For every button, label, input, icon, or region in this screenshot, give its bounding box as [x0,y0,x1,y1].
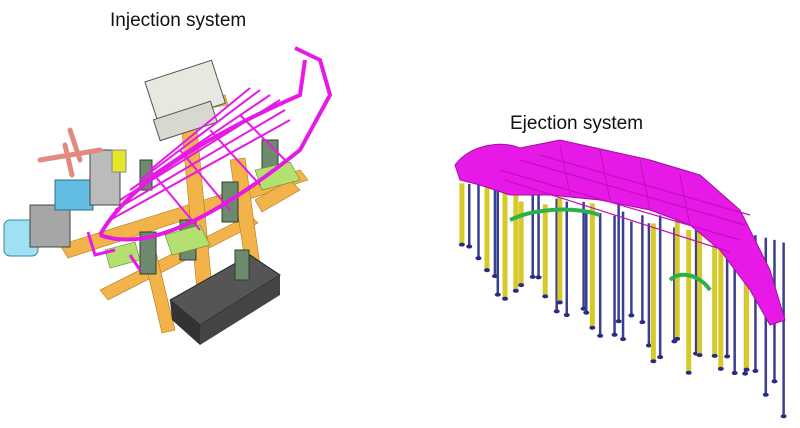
pin-head [711,353,718,358]
plastic-part-grille [86,46,333,271]
pin-head [657,355,664,360]
pin-head [620,337,627,342]
pin-head [542,294,549,299]
pin-head [752,368,759,373]
pin-head [458,242,465,247]
pin-head [611,332,618,337]
pin-head [466,244,473,249]
pin-head [475,256,482,261]
pin-head [724,354,731,359]
ejection-system-title: Ejection system [510,113,644,134]
pin-head [771,379,778,384]
lever-handle [37,127,103,178]
pin-head [512,288,519,293]
pin-head [780,414,787,419]
injection-system-title: Injection system [110,10,247,31]
pin-head [553,309,560,314]
pin-head [597,333,604,338]
pin-head [518,283,525,288]
pin-head [742,371,749,376]
pin-head [494,292,501,297]
pin-head [650,359,657,364]
injection-system-render [3,46,333,345]
valve-block-bottom [169,254,281,345]
pin-head [535,275,542,280]
pin-head [674,336,681,341]
pin-head [685,370,692,375]
pin-head [696,353,703,358]
plastic-part-grille-ejection [454,139,786,326]
pin-head [717,366,724,371]
pin-head [563,313,570,318]
pin-head [615,319,622,324]
pin-head [645,343,652,348]
ejection-system-render [454,139,787,419]
pin-head [529,274,536,279]
pin-head [491,274,498,279]
pin-head [743,367,750,372]
pin-head [762,392,769,397]
pin-head [556,300,563,305]
pin-head [483,268,490,273]
pin-head [639,320,646,325]
pin-head [583,310,590,315]
pin-head [628,313,635,318]
pin-head [589,325,596,330]
cylinder-assembly [3,149,127,257]
pin-head [731,371,738,376]
valve-block-top [144,59,227,142]
pin-head [502,296,509,301]
